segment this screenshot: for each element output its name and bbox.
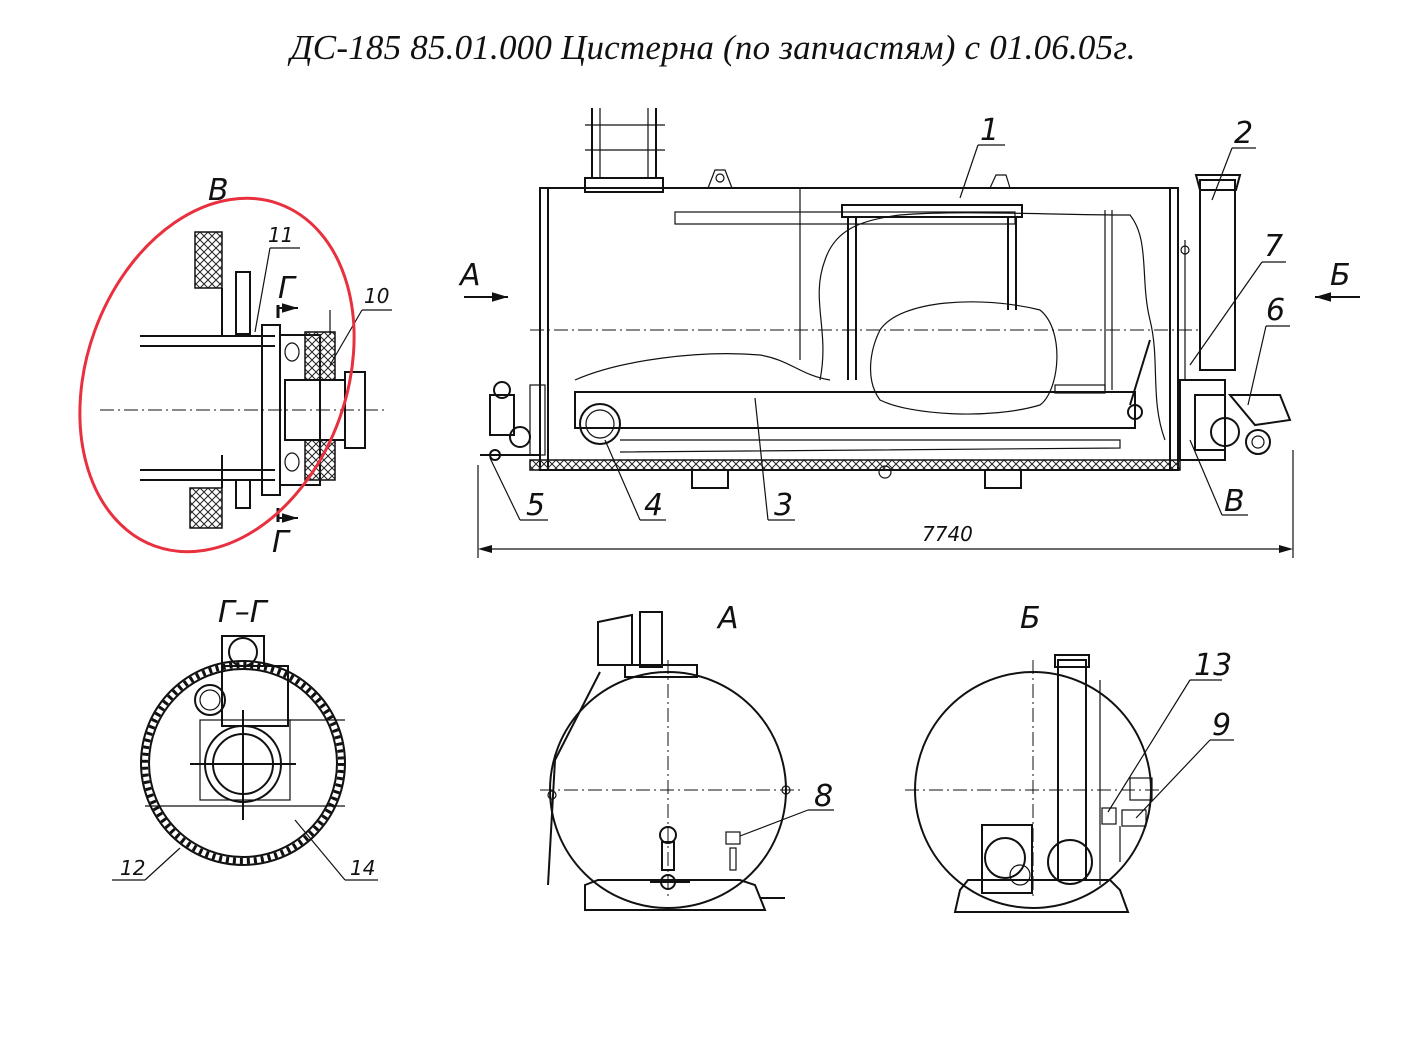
section-mark-g-top: Г — [278, 271, 297, 306]
callout-8: 8 — [814, 779, 833, 814]
callout-10: 10 — [364, 284, 389, 308]
insulation-lower — [189, 487, 223, 529]
detail-v-label: В — [208, 173, 229, 208]
callout-6: 6 — [1266, 293, 1285, 328]
callout-5: 5 — [526, 488, 545, 523]
callout-2: 2 — [1234, 116, 1253, 151]
view-a-label: А — [716, 601, 739, 636]
detail-v: В Г Г 11 10 — [78, 173, 392, 560]
view-mark-v: В — [1224, 484, 1245, 519]
drawing-title: ДС-185 85.01.000 Цистерна (по запчастям)… — [290, 28, 1136, 67]
direction-mark-b: Б — [1330, 258, 1351, 293]
callout-12: 12 — [120, 856, 145, 880]
view-b: Б 13 9 — [905, 601, 1234, 913]
callout-3: 3 — [774, 488, 793, 523]
direction-mark-a: А — [458, 258, 481, 293]
view-b-label: Б — [1020, 601, 1041, 636]
callout-7: 7 — [1264, 229, 1283, 264]
callout-13: 13 — [1194, 648, 1232, 683]
callout-9: 9 — [1212, 708, 1231, 743]
callout-14: 14 — [350, 856, 375, 880]
section-outer-circle — [140, 660, 346, 866]
bottom-insulation — [529, 459, 1181, 471]
section-gg-label: Г–Г — [218, 595, 269, 630]
view-a: А 8 — [540, 601, 834, 911]
main-side-view: А Б 1 2 7 6 5 4 3 В 7740 — [458, 108, 1360, 558]
section-gg: Г–Г 12 14 — [112, 595, 378, 881]
callout-4: 4 — [644, 488, 663, 523]
callout-1: 1 — [980, 113, 999, 148]
dimension-7740: 7740 — [922, 522, 973, 546]
cutaway-bubble — [869, 301, 1058, 415]
highlight-ellipse — [78, 196, 356, 554]
insulation-upper — [194, 231, 223, 289]
callout-11: 11 — [268, 223, 293, 247]
section-mark-g-bottom: Г — [272, 525, 291, 560]
